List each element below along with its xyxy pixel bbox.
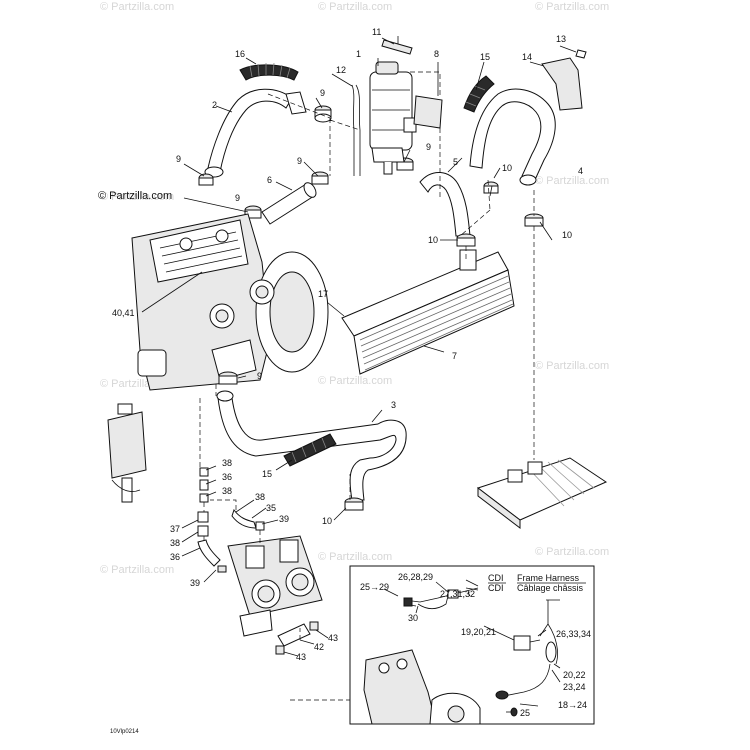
connector-42 [275,621,319,655]
watermark-text: © Partzilla.com [100,564,174,576]
hose-4 [469,88,556,186]
hose-2 [204,88,307,178]
inset-callout-18-24: 18→24 [558,700,587,710]
bracket-14 [541,57,583,111]
callout-2: 2 [212,100,217,110]
callout-9-e: 9 [426,142,431,152]
inset-callout-25-29: 25→29 [360,582,389,592]
watermark-text: © Partzilla.com [100,1,174,13]
callout-labels: 16 2 9 9 9 6 9 11 1 12 8 15 13 14 9 5 4 … [112,27,583,662]
hose-15 [463,75,495,113]
callout-5: 5 [453,157,458,167]
callout-10-b: 10 [562,230,572,240]
inset-callout-20-22: 20,22 [563,670,586,680]
callout-12: 12 [336,65,346,75]
hose-6 [261,182,317,225]
inset-cdi-label-2: CDI [488,583,504,593]
watermark-main: © Partzilla.com [98,190,172,202]
watermark-text: © Partzilla.com [535,360,609,372]
wiring-inset: CDI CDI Frame Harness Câblage châssis 25… [349,565,595,725]
callout-36-a: 36 [222,472,232,482]
callout-37: 37 [170,524,180,534]
heat-exchanger [476,457,608,530]
clamp-9 [198,105,414,219]
fitting-chain [197,467,265,573]
callout-15-b: 15 [262,469,272,479]
inset-callout-23-24: 23,24 [563,682,586,692]
callout-9-f: 9 [257,371,262,381]
cap-11 [381,36,413,55]
callout-36-b: 36 [170,552,180,562]
inset-callout-19-20-21: 19,20,21 [461,627,496,637]
callout-6: 6 [267,175,272,185]
callout-10-a: 10 [502,163,512,173]
watermark-text: © Partzilla.com [318,1,392,13]
callout-38-b: 38 [222,486,232,496]
watermark-text: © Partzilla.com [318,375,392,387]
inset-frame-harness-label: Frame Harness [517,573,580,583]
oil-pump-assembly [107,403,147,503]
callout-15-a: 15 [480,52,490,62]
callout-35: 35 [266,503,276,513]
leader-lines [141,37,577,657]
watermarks: © Partzilla.com © Partzilla.com © Partzi… [100,1,609,576]
callout-4: 4 [578,166,583,176]
callout-10-d: 10 [322,516,332,526]
clamp-10 [456,181,544,247]
clamp-9-lower [218,371,238,385]
inset-callout-27-31-32: 27,31,32 [440,589,475,599]
inset-callout-26-33-34: 26,33,34 [556,629,591,639]
callout-14: 14 [522,52,532,62]
callout-39-a: 39 [279,514,289,524]
callout-43-a: 43 [328,633,338,643]
callout-9-c: 9 [297,156,302,166]
watermark-text: © Partzilla.com [318,551,392,563]
hose-5 [419,172,471,237]
inset-callout-30: 30 [408,613,418,623]
expansion-tank-1 [369,61,417,175]
callout-38-c: 38 [255,492,265,502]
radiator-7 [341,249,515,375]
callout-17: 17 [318,289,328,299]
carburetor-assembly [227,535,323,637]
watermark-text: © Partzilla.com [535,1,609,13]
callout-42: 42 [314,642,324,652]
inset-cablage-label: Câblage châssis [517,583,584,593]
callout-16: 16 [235,49,245,59]
hose-16 [239,62,299,81]
callout-39-b: 39 [190,578,200,588]
callout-8: 8 [434,49,439,59]
engine-assembly [131,213,329,391]
callout-40-41: 40,41 [112,308,135,318]
inset-callout-25: 25 [520,708,530,718]
callout-9-b: 9 [320,88,325,98]
hose-12 [351,84,361,176]
inset-callout-26-28-29: 26,28,29 [398,572,433,582]
watermark-text: © Partzilla.com [535,175,609,187]
callout-9-d: 9 [235,193,240,203]
watermark-text: © Partzilla.com [535,546,609,558]
callout-7: 7 [452,351,457,361]
figure-id: 10Vlp0214 [110,729,139,735]
callout-11: 11 [372,27,381,37]
callout-43-b: 43 [296,652,306,662]
callout-38-d: 38 [170,538,180,548]
callout-13: 13 [556,34,566,44]
pad-8 [413,95,443,129]
callout-1: 1 [356,49,361,59]
clamp-10-lower [344,497,364,511]
inset-cdi-label: CDI [488,573,504,583]
callout-38-a: 38 [222,458,232,468]
callout-3: 3 [391,400,396,410]
watermark-text: © Partzilla.com [100,191,174,203]
callout-9-a: 9 [176,154,181,164]
callout-10-c: 10 [428,235,438,245]
screw-13 [575,49,587,59]
